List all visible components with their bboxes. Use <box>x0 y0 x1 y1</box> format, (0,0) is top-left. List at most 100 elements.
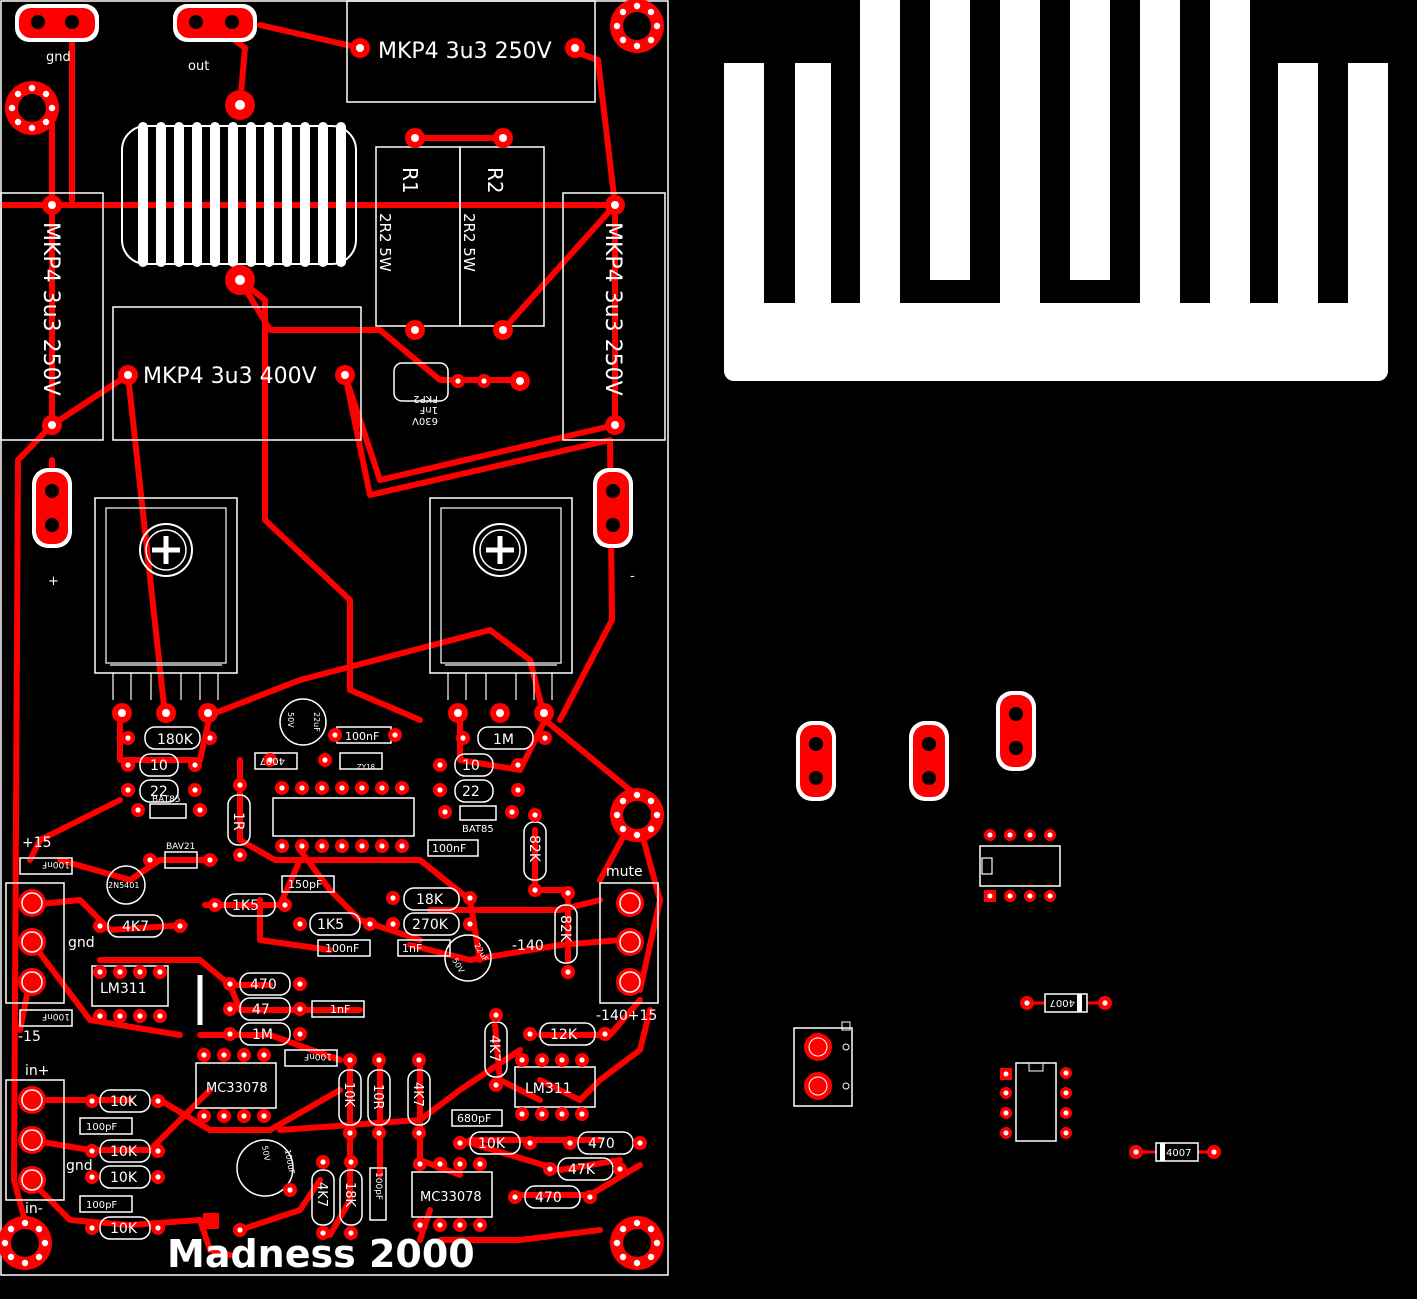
cap-100n-2: 100nF <box>432 842 466 855</box>
fkp2-line1: 630V <box>412 415 438 426</box>
spare-connectors <box>796 691 1036 801</box>
ecap-top-v1: 22uF <box>312 712 321 732</box>
r-12k: 12K <box>550 1027 578 1043</box>
r-180k: 180K <box>157 732 194 748</box>
q-2n5401: 2N5401 <box>108 881 139 890</box>
out-label: out <box>188 59 209 74</box>
plus15-label: +15 <box>22 835 52 851</box>
ecap-top-v2: 50V <box>286 712 295 728</box>
spare-diode-2: 4007 <box>1129 1142 1221 1162</box>
r1-label: R1 <box>398 167 422 194</box>
inductor-coil <box>121 122 357 267</box>
r-1r: 1R <box>230 812 246 831</box>
cap-left-label: MKP4 3u3 250V <box>38 222 63 396</box>
r-10k-2: 10K <box>110 1144 138 1160</box>
gnd-top-connector <box>15 4 99 42</box>
diode-4007-a: 4007 <box>260 755 285 766</box>
r-10-right: 10 <box>462 758 480 774</box>
spare-diode-1: 4007 <box>1020 993 1112 1013</box>
diode-4007-c: 4007 <box>1166 1148 1191 1159</box>
fkp2-line2: 1nF <box>419 404 438 415</box>
spare-ic <box>979 829 1061 902</box>
r-10k-5: 10K <box>478 1136 506 1152</box>
r-1m-b: 1M <box>252 1027 273 1043</box>
r-1m-top: 1M <box>493 732 514 748</box>
heatsink <box>724 0 1388 381</box>
plus-label: + <box>48 574 59 589</box>
in-plus-label: in+ <box>25 1063 50 1079</box>
output-transistor-right <box>429 497 573 700</box>
cap-1n-a: 1nF <box>402 942 422 955</box>
cap-100n-3: 100nF <box>42 859 70 869</box>
lm311-a: LM311 <box>100 981 147 997</box>
bat-left: BAT85 <box>152 795 181 805</box>
r-10-left: 10 <box>150 758 168 774</box>
cap-100n-4: 100nF <box>325 942 359 955</box>
cap-100p-2: 100pF <box>86 1200 117 1211</box>
minus-label: - <box>630 569 635 584</box>
diode-4007-b: 4007 <box>1050 997 1075 1008</box>
cap-680p: 680pF <box>457 1112 491 1125</box>
r2-value: 2R2 5W <box>460 213 478 272</box>
cap-right-label: MKP4 3u3 250V <box>600 222 625 396</box>
cap-100n-5: 100nF <box>42 1011 70 1021</box>
minus140-plus15-label: -140+15 <box>596 1008 657 1024</box>
minus140-label: -140 <box>512 938 544 954</box>
ecap-100u-1: 100uF <box>283 1149 296 1176</box>
output-transistor-left <box>94 497 238 700</box>
r-82k-b: 82K <box>557 915 573 943</box>
cap-100n-1: 100nF <box>345 730 379 743</box>
r-22-right: 22 <box>462 784 480 800</box>
r-470-b: 470 <box>588 1136 615 1152</box>
r2-label: R2 <box>483 167 507 194</box>
mute-label: mute <box>606 864 643 880</box>
ecap-100u-2: 50V <box>260 1145 272 1162</box>
cap-mid-label: MKP4 3u3 400V <box>143 364 317 389</box>
bav21: BAV21 <box>166 842 195 852</box>
board-outline <box>0 0 669 1276</box>
board-title: Madness 2000 <box>167 1232 475 1276</box>
in-minus-label: in- <box>25 1201 43 1217</box>
r-10k-1: 10K <box>110 1094 138 1110</box>
cap-100p-1: 100pF <box>86 1122 117 1133</box>
minus15-label: -15 <box>18 1029 41 1045</box>
bat-right: BAT85 <box>462 824 494 835</box>
r-4k7-a: 4K7 <box>122 919 149 935</box>
cap-1n-b: 1nF <box>330 1003 350 1016</box>
r-1k5-a: 1K5 <box>232 898 259 914</box>
lm311-b: LM311 <box>525 1081 572 1097</box>
r-82k-a: 82K <box>526 835 542 863</box>
r-1k5-b: 1K5 <box>317 917 344 933</box>
mc33078-b: MC33078 <box>420 1190 482 1205</box>
r-18k-v: 18K <box>342 1182 357 1208</box>
fkp2-line3: FKP2 <box>413 393 438 404</box>
r-4k7-c: 4K7 <box>314 1182 329 1207</box>
r-10r-v: 10R <box>370 1084 385 1110</box>
spare-terminal <box>793 1021 853 1107</box>
cap-100p-v: 100pF <box>373 1172 383 1200</box>
r-270k: 270K <box>412 917 449 933</box>
cap-100n-6: 100nF <box>304 1051 332 1061</box>
r1-value: 2R2 5W <box>376 213 394 272</box>
r-47k: 47K <box>568 1162 596 1178</box>
r-10k-3: 10K <box>110 1170 138 1186</box>
r-10k-v: 10K <box>341 1082 356 1108</box>
zener: ZY18 <box>357 763 375 771</box>
r-10k-4: 10K <box>110 1221 138 1237</box>
r-4k7-b: 4K7 <box>486 1035 502 1062</box>
gnd-in-label: gnd <box>66 1158 93 1174</box>
spare-dip <box>1000 1062 1072 1142</box>
r-4k7-v: 4K7 <box>410 1082 425 1107</box>
r-22-left: 22 <box>150 784 168 800</box>
gnd-power-label: gnd <box>68 935 95 951</box>
r-470-c: 470 <box>535 1190 562 1206</box>
out-connector <box>173 4 257 42</box>
r-47: 47 <box>252 1002 270 1018</box>
r-18k: 18K <box>416 892 444 908</box>
cap-top-label: MKP4 3u3 250V <box>378 39 552 64</box>
mc33078-a: MC33078 <box>206 1081 268 1096</box>
r-470-a: 470 <box>250 977 277 993</box>
gnd-top-label: gnd <box>46 50 71 65</box>
cap-150p: 150pF <box>288 878 322 891</box>
